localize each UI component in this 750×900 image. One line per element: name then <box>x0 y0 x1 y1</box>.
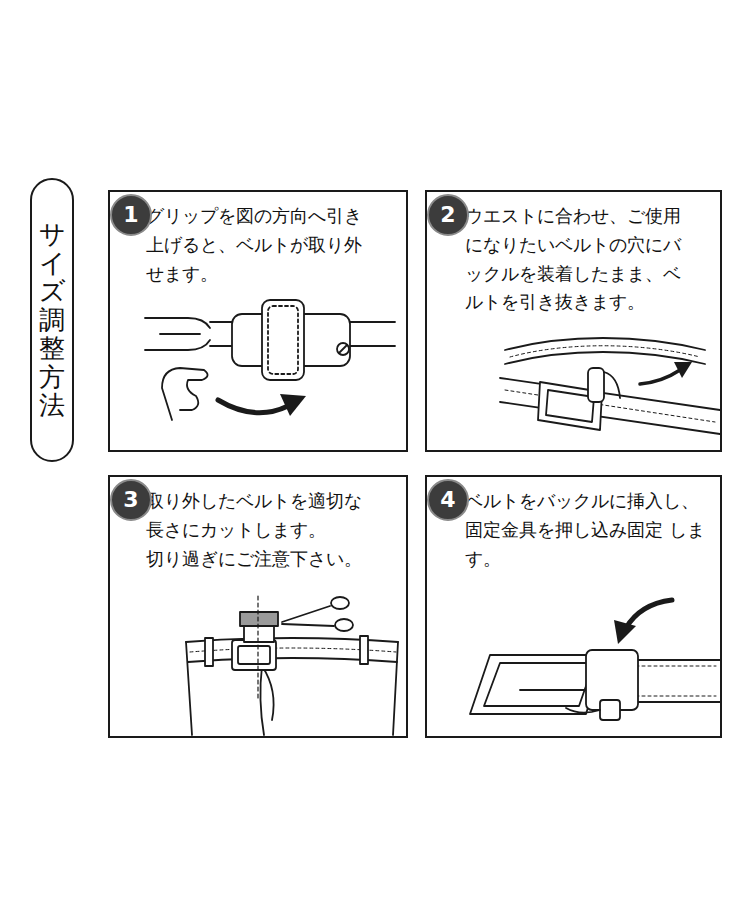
buckle-inner <box>238 646 270 664</box>
grip-stitch <box>268 306 298 374</box>
step-number: 3 <box>110 479 152 521</box>
arrow-head <box>614 620 636 644</box>
instruction-text: グリップを図の方向へ引き 上げると、ベルトが取り外 せます。 <box>146 202 373 288</box>
step-panel: ベルトをバックルに挿入し、 固定金具を押し込み固定 します。 4 <box>425 475 722 738</box>
belt-back <box>505 338 705 364</box>
pull-arrow <box>640 370 680 384</box>
scissor-blades <box>282 606 334 626</box>
instruction-text: 取り外したベルトを適切な 長さにカットします。 <box>146 487 373 545</box>
pants-fly <box>260 666 273 735</box>
belt-loop <box>360 636 368 664</box>
step-panel: グリップを図の方向へ引き 上げると、ベルトが取り外 せます。 1 <box>108 190 408 452</box>
step-number-text: 1 <box>123 204 138 226</box>
step-number-text: 3 <box>123 489 138 511</box>
buckle-inner <box>484 663 594 706</box>
instruction-text: 切り過ぎにご注意下さい。 <box>146 545 373 574</box>
step-panel: ウエストに合わせ、ご使用 になりたいベルトの穴にバ ックルを装着したまま、ベ ル… <box>425 190 722 452</box>
instruction-text: ベルトをバックルに挿入し、 固定金具を押し込み固定 します。 <box>465 487 710 573</box>
step-number: 2 <box>427 194 469 236</box>
arrow-head <box>674 362 692 378</box>
belt-end <box>244 626 274 642</box>
step2-art <box>500 338 720 434</box>
belt-front <box>500 378 720 434</box>
insert-arrow <box>626 600 672 628</box>
step-number-text: 4 <box>440 489 455 511</box>
step-number-text: 2 <box>440 204 455 226</box>
clip-link <box>566 708 600 713</box>
hand <box>162 368 208 420</box>
title-pill: サイズ調整方法 <box>30 178 74 462</box>
screw <box>337 343 349 355</box>
step-text: ウエストに合わせ、ご使用 になりたいベルトの穴にバ ックルを装着したまま、ベ ル… <box>465 202 692 317</box>
cut-part <box>240 612 278 626</box>
buckle-inner <box>546 390 594 422</box>
belt-stitch <box>510 346 700 357</box>
step-text: 取り外したベルトを適切な 長さにカットします。切り過ぎにご注意下さい。 <box>146 487 373 573</box>
screw-slot <box>339 345 347 353</box>
scissor-handle <box>335 619 353 631</box>
title-text: サイズ調整方法 <box>39 220 65 420</box>
belt-loop <box>205 638 213 666</box>
step-text: ベルトをバックルに挿入し、 固定金具を押し込み固定 します。 <box>465 487 710 573</box>
step-text: グリップを図の方向へ引き 上げると、ベルトが取り外 せます。 <box>146 202 373 288</box>
scissor-handle <box>331 597 349 609</box>
step-panel: 取り外したベルトを適切な 長さにカットします。切り過ぎにご注意下さい。 3 <box>108 475 408 738</box>
arrow-head <box>280 394 306 416</box>
step4-art <box>470 600 720 720</box>
pull-arrow <box>218 400 288 413</box>
grip <box>262 300 304 380</box>
buckle <box>232 640 276 670</box>
cut-line <box>257 596 258 700</box>
step1-art <box>145 300 395 420</box>
belt-stitch <box>505 390 715 422</box>
fixing-clip <box>600 700 620 720</box>
belt-fork <box>145 318 210 350</box>
belt-end <box>604 372 620 398</box>
step-number: 1 <box>110 194 152 236</box>
prong <box>588 368 604 402</box>
instruction-text: ウエストに合わせ、ご使用 になりたいベルトの穴にバ ックルを装着したまま、ベ ル… <box>465 202 692 317</box>
step-number: 4 <box>427 479 469 521</box>
buckle-frame <box>470 655 604 714</box>
step3-art <box>186 596 398 735</box>
